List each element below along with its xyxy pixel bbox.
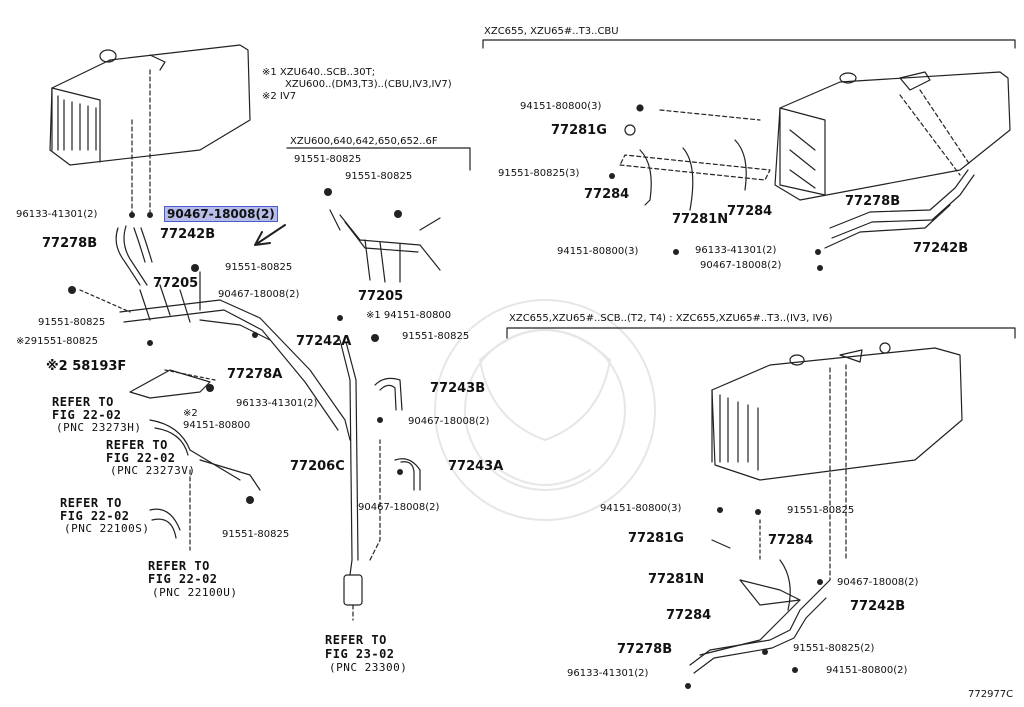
ref2-fig: FIG 22-02 <box>106 451 176 465</box>
note-1: ※1 XZU640..SCB..30T; <box>262 67 376 78</box>
direction-arrow <box>254 224 286 246</box>
part-label-96133[interactable]: 96133-41301(2) <box>16 209 98 220</box>
part-label-91551-b[interactable]: 91551-80825 <box>38 317 106 328</box>
part-label-91551-e[interactable]: 91551-80825 <box>294 154 362 165</box>
br-part-96133[interactable]: 96133-41301(2) <box>567 668 649 679</box>
br-part-90467[interactable]: 90467-18008(2) <box>837 577 919 588</box>
br-part-94151[interactable]: 94151-80800(3) <box>600 503 682 514</box>
part-label-90467-b[interactable]: 90467-18008(2) <box>218 289 300 300</box>
pipe-77205 <box>119 299 351 441</box>
ref4-fig: FIG 22-02 <box>148 572 218 586</box>
part-label-90467-c[interactable]: 90467-18008(2) <box>408 416 490 427</box>
ref3-title: REFER TO <box>60 496 122 510</box>
br-part-77281G[interactable]: 77281G <box>628 531 684 546</box>
tr-part-94151-b[interactable]: 94151-80800(3) <box>557 246 639 257</box>
bracket-58193F <box>129 369 211 399</box>
section-title-bottom-right: XZC655,XZU65#..SCB..(T2, T4) : XZC655,XZ… <box>509 313 833 324</box>
part-label-90467-selected[interactable]: 90467-18008(2) <box>164 206 278 222</box>
tr-part-96133[interactable]: 96133-41301(2) <box>695 245 777 256</box>
tr-part-77284-a[interactable]: 77284 <box>584 187 630 202</box>
br-part-94151-b[interactable]: 94151-80800(2) <box>826 665 908 676</box>
ref3-pnc: (PNC 22100S) <box>64 522 150 535</box>
part-label-91551-a[interactable]: 91551-80825 <box>225 262 293 273</box>
br-part-77284-a[interactable]: 77284 <box>768 533 814 548</box>
ref4-pnc: (PNC 22100U) <box>152 586 238 599</box>
pipe-77242B-top-right <box>829 169 975 239</box>
section-box-bottom-right <box>506 327 1016 339</box>
section-title-top-left: XZU600,640,642,650,652..6F <box>290 136 438 147</box>
pipe-77242B-bottom-right <box>689 579 831 674</box>
part-label-94151-b[interactable]: ※1 94151-80800 <box>366 310 452 321</box>
br-part-77278B[interactable]: 77278B <box>617 642 673 657</box>
tr-part-77284-b[interactable]: 77284 <box>727 204 773 219</box>
part-label-77206C[interactable]: 77206C <box>290 459 345 474</box>
section-title-top-right: XZC655, XZU65#..T3..CBU <box>484 26 619 37</box>
fuel-tank-bottom-right <box>711 342 963 481</box>
tr-part-90467[interactable]: 90467-18008(2) <box>700 260 782 271</box>
part-label-91551-g[interactable]: 91551-80825 <box>402 331 470 342</box>
part-label-77278A[interactable]: 77278A <box>227 367 283 382</box>
ref1-title: REFER TO <box>52 395 114 409</box>
ref2-pnc: (PNC 23273V) <box>110 464 196 477</box>
tr-part-77278B[interactable]: 77278B <box>845 194 901 209</box>
part-label-91551-c[interactable]: ※291551-80825 <box>16 336 98 347</box>
part-label-77242A[interactable]: 77242A <box>296 334 352 349</box>
ref4-title: REFER TO <box>148 559 210 573</box>
part-label-77205-center[interactable]: 77205 <box>358 289 404 304</box>
part-label-91551-f[interactable]: 91551-80825 <box>345 171 413 182</box>
ref2-title: REFER TO <box>106 438 168 452</box>
hose-77243A <box>394 458 421 491</box>
part-label-94151[interactable]: 94151-80800 <box>183 420 251 431</box>
part-label-91551-d[interactable]: 91551-80825 <box>222 529 290 540</box>
part-label-96133-b[interactable]: 96133-41301(2) <box>236 398 318 409</box>
part-label-90467-d[interactable]: 90467-18008(2) <box>358 502 440 513</box>
tr-part-77242B[interactable]: 77242B <box>913 241 969 256</box>
part-label-58193F[interactable]: ※2 58193F <box>46 359 127 374</box>
part-label-77243B[interactable]: 77243B <box>430 381 486 396</box>
ref5-fig: FIG 23-02 <box>325 647 395 661</box>
hose-77242B <box>133 227 153 263</box>
fuel-tank-top-right <box>774 71 1011 201</box>
part-label-77242B[interactable]: 77242B <box>160 227 216 242</box>
tr-part-91551[interactable]: 91551-80825(3) <box>498 168 580 179</box>
hose-77243B <box>374 377 403 411</box>
fuel-tank-top-left <box>49 44 251 166</box>
note-1-cont: XZU600..(DM3,T3)..(CBU,IV3,IV7) <box>285 79 452 90</box>
figure-id: 772977C <box>968 689 1014 700</box>
watermark-emblem <box>434 299 656 521</box>
br-part-77284-b[interactable]: 77284 <box>666 608 712 623</box>
ref5-pnc: (PNC 23300) <box>329 661 408 674</box>
bracket-77284-a <box>639 149 652 206</box>
section-box-top-right <box>482 39 1016 49</box>
note-2: ※2 IV7 <box>262 91 297 102</box>
part-label-77278B[interactable]: 77278B <box>42 236 98 251</box>
ref5-title: REFER TO <box>325 633 387 647</box>
tr-part-94151[interactable]: 94151-80800(3) <box>520 101 602 112</box>
part-label-77205[interactable]: 77205 <box>153 276 199 291</box>
hose-77278B <box>115 225 148 286</box>
tr-part-77281N[interactable]: 77281N <box>672 212 729 227</box>
ref3-fig: FIG 22-02 <box>60 509 130 523</box>
tr-part-77281G[interactable]: 77281G <box>551 123 607 138</box>
br-part-91551-b[interactable]: 91551-80825(2) <box>793 643 875 654</box>
ref1-pnc: (PNC 23273H) <box>56 421 142 434</box>
br-part-77242B[interactable]: 77242B <box>850 599 906 614</box>
ref1-fig: FIG 22-02 <box>52 408 122 422</box>
part-label-77243A[interactable]: 77243A <box>448 459 504 474</box>
br-part-77281N[interactable]: 77281N <box>648 572 705 587</box>
note-2-marker: ※2 <box>183 408 198 419</box>
br-part-91551[interactable]: 91551-80825 <box>787 505 855 516</box>
